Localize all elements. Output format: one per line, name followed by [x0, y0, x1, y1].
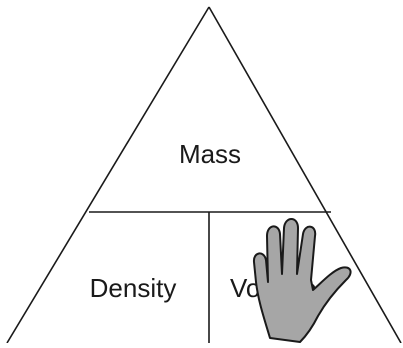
hand-shape: [254, 219, 351, 342]
triangle-outline: [7, 7, 401, 343]
mass-label: Mass: [179, 139, 241, 169]
hand-icon: [254, 219, 351, 342]
density-label: Density: [90, 273, 177, 303]
